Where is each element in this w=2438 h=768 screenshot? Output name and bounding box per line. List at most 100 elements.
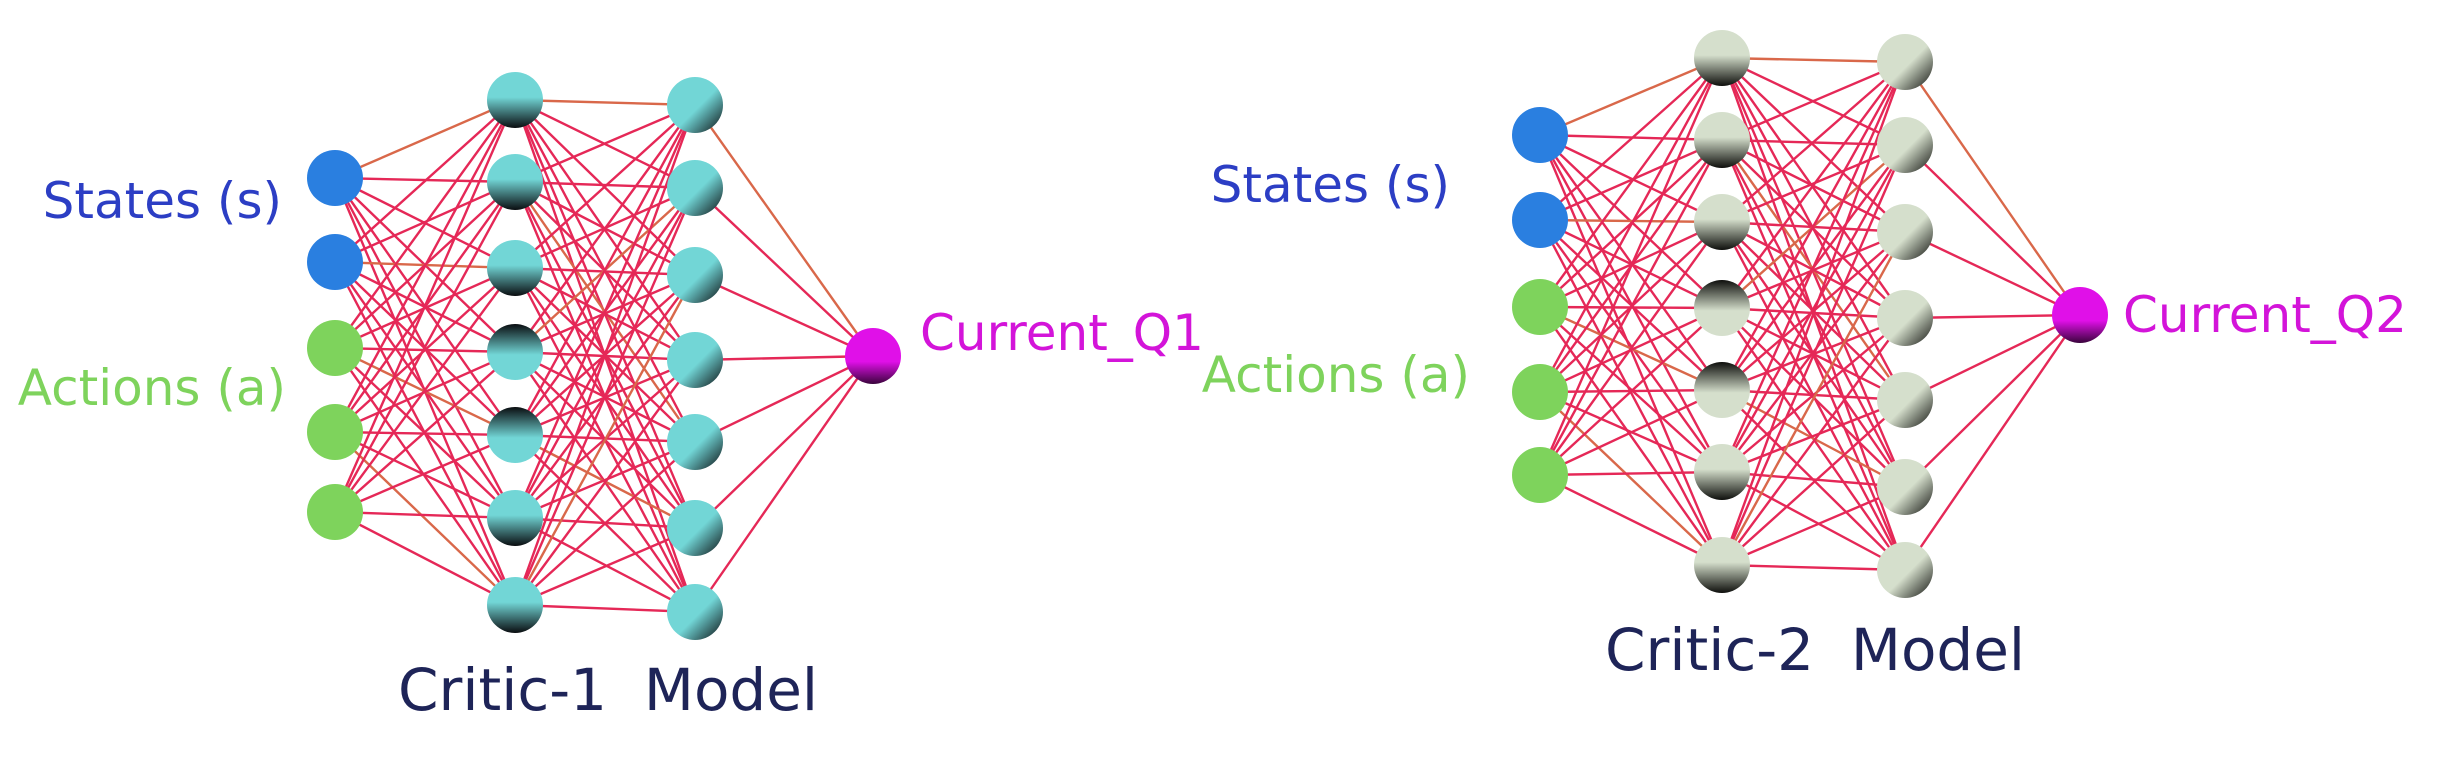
- critic-2-hidden1-node: [1694, 537, 1750, 593]
- critic-1-output-node: [845, 328, 901, 384]
- critic-2-input-hidden1-edge: [1538, 306, 1724, 477]
- critic-2-output-node: [2052, 287, 2108, 343]
- critic-2-hidden1-node: [1694, 444, 1750, 500]
- critic-1-input-hidden1-edge: [333, 266, 517, 514]
- critic-1-hidden2-node: [667, 584, 723, 640]
- critic-2-input-hidden1-edge: [1538, 138, 1724, 477]
- critic-1-hidden2-output-edge: [693, 103, 875, 358]
- critic-1-hidden1-node: [487, 577, 543, 633]
- critic-1-hidden1-hidden2-edge: [513, 103, 697, 354]
- critic-2-hidden2-node: [1877, 204, 1933, 260]
- critic-1-hidden1-node: [487, 407, 543, 463]
- critic-1-hidden1-node: [487, 72, 543, 128]
- critic-1-hidden1-hidden2-edge: [513, 358, 697, 607]
- critic-2-input-hidden1-edge: [1538, 218, 1724, 474]
- critic-2-input-hidden1-edge: [1538, 56, 1724, 394]
- critic-1-input-hidden1-edge: [333, 98, 517, 180]
- critic-2-hidden1-hidden2-edge: [1720, 398, 1907, 474]
- critic-2-hidden1-hidden2-edge: [1720, 143, 1907, 567]
- critic-1-network: States (s) Actions (a) Current_Q1 Critic…: [18, 72, 1204, 724]
- critic-2-hidden1-hidden2-edge: [1720, 470, 1907, 489]
- critic-2-hidden1-hidden2-edge: [1720, 563, 1907, 572]
- critic-2-state-input-node: [1512, 192, 1568, 248]
- critic-2-input-hidden1-edge: [1538, 133, 1724, 224]
- critic-1-hidden1-hidden2-edge: [513, 603, 697, 614]
- critic-1-input-hidden1-edge: [333, 98, 517, 434]
- critic-2-output-label: Current_Q2: [2123, 286, 2407, 344]
- critic-1-hidden1-hidden2-edge: [513, 440, 697, 607]
- critic-2-hidden1-hidden2-edge: [1720, 56, 1907, 320]
- critic-1-states-label: States (s): [43, 172, 282, 230]
- critic-1-hidden2-output-edge: [693, 273, 875, 358]
- critic-2-hidden2-output-edge: [1903, 313, 2082, 489]
- critic-2-hidden1-node: [1694, 362, 1750, 418]
- critic-2-hidden1-hidden2-edge: [1720, 60, 1907, 392]
- critic-2-input-hidden1-edge: [1538, 470, 1724, 477]
- critic-1-hidden1-node: [487, 324, 543, 380]
- critic-1-hidden1-node: [487, 490, 543, 546]
- critic-1-hidden2-node: [667, 160, 723, 216]
- critic-1-connections: [333, 98, 875, 614]
- critic-2-actions-label: Actions (a): [1202, 346, 1470, 404]
- critic-2-hidden2-node: [1877, 117, 1933, 173]
- critic-2-hidden1-hidden2-edge: [1720, 470, 1907, 572]
- critic-2-hidden1-hidden2-edge: [1720, 143, 1907, 474]
- critic-1-input-hidden1-edge: [333, 98, 517, 350]
- critic-1-hidden2-output-edge: [693, 354, 875, 362]
- critic-1-hidden1-hidden2-edge: [513, 103, 697, 520]
- critic-2-hidden1-hidden2-edge: [1720, 60, 1907, 474]
- critic-2-input-hidden1-edge: [1538, 56, 1724, 477]
- critic-2-hidden2-node: [1877, 34, 1933, 90]
- critic-2-hidden2-node: [1877, 459, 1933, 515]
- critic-2-input-hidden1-edge: [1538, 133, 1724, 392]
- critic-2-hidden2-output-edge: [1903, 313, 2082, 320]
- critic-1-hidden1-hidden2-edge: [513, 103, 697, 270]
- critic-2-connections: [1538, 56, 2082, 572]
- critic-1-input-hidden1-edge: [333, 98, 517, 264]
- critic-2-hidden2-node: [1877, 372, 1933, 428]
- critic-1-input-hidden1-edge: [333, 266, 517, 434]
- critic-2-hidden1-node: [1694, 30, 1750, 86]
- critic-1-nodes: [307, 72, 901, 640]
- critic-1-input-hidden1-edge: [333, 180, 517, 514]
- critic-1-hidden1-hidden2-edge: [513, 273, 697, 607]
- critic-2-hidden1-hidden2-edge: [1720, 56, 1907, 489]
- critic-1-input-hidden1-edge: [333, 430, 517, 520]
- critic-1-hidden2-output-edge: [693, 354, 875, 530]
- critic-1-hidden1-hidden2-edge: [513, 186, 697, 607]
- critic-1-state-input-node: [307, 150, 363, 206]
- critic-1-hidden2-node: [667, 247, 723, 303]
- critic-2-hidden2-output-edge: [1903, 313, 2082, 402]
- critic-2-action-input-node: [1512, 447, 1568, 503]
- critic-1-action-input-node: [307, 320, 363, 376]
- critic-2-input-hidden1-edge: [1538, 218, 1724, 224]
- critic-2-action-input-node: [1512, 364, 1568, 420]
- critic-1-action-input-node: [307, 484, 363, 540]
- critic-2-title: Critic-2 Model: [1605, 616, 2025, 684]
- critic-1-input-hidden1-edge: [333, 430, 517, 607]
- critic-2-input-hidden1-edge: [1538, 56, 1724, 137]
- critic-1-hidden2-output-edge: [693, 186, 875, 358]
- critic-1-hidden1-node: [487, 240, 543, 296]
- critic-2-input-hidden1-edge: [1538, 388, 1724, 477]
- critic-2-hidden2-node: [1877, 542, 1933, 598]
- critic-2-hidden1-hidden2-edge: [1720, 316, 1907, 567]
- critic-1-hidden2-output-edge: [693, 354, 875, 444]
- critic-2-input-hidden1-edge: [1538, 473, 1724, 567]
- critic-2-hidden1-hidden2-edge: [1720, 398, 1907, 567]
- critic-2-hidden1-hidden2-edge: [1720, 230, 1907, 310]
- critic-1-hidden2-node: [667, 332, 723, 388]
- critic-2-hidden1-hidden2-edge: [1720, 56, 1907, 64]
- critic-2-hidden2-output-edge: [1903, 143, 2082, 317]
- critic-1-hidden1-hidden2-edge: [513, 98, 697, 107]
- critic-2-hidden1-hidden2-edge: [1720, 56, 1907, 234]
- critic-1-hidden2-output-edge: [693, 354, 875, 614]
- critic-2-hidden1-hidden2-edge: [1720, 230, 1907, 567]
- critic-1-input-hidden1-edge: [333, 350, 517, 514]
- critic-1-hidden1-node: [487, 154, 543, 210]
- critic-2-action-input-node: [1512, 279, 1568, 335]
- critic-1-state-input-node: [307, 234, 363, 290]
- critic-2-hidden1-hidden2-edge: [1720, 60, 1907, 142]
- critic-1-input-hidden1-edge: [333, 433, 517, 514]
